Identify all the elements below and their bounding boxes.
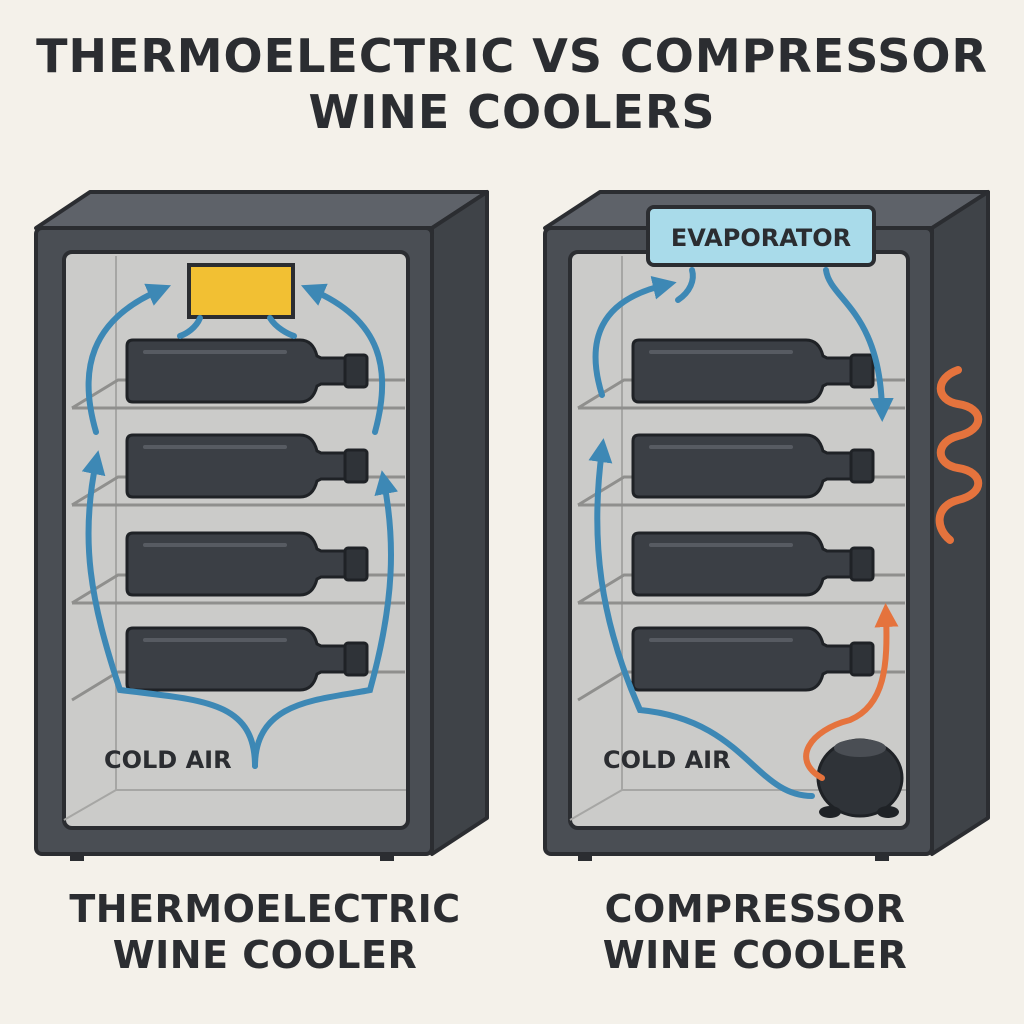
hot-air-arrow xyxy=(803,603,899,781)
cold-air-arrow xyxy=(267,315,297,339)
cold-air-arrow xyxy=(85,283,172,435)
cabinet-foot xyxy=(380,854,394,861)
cold-air-flow xyxy=(588,267,894,799)
evaporator-panel xyxy=(646,205,876,267)
interior-back-wall xyxy=(63,256,406,821)
cold-air-label: COLD AIR xyxy=(603,746,731,774)
title-line-1: THERMOELECTRIC VS COMPRESSOR xyxy=(36,29,988,83)
cold-air-arrow xyxy=(675,267,696,303)
page-title: THERMOELECTRIC VS COMPRESSOR WINE COOLER… xyxy=(0,28,1024,140)
cabinet-foot xyxy=(578,854,592,861)
compressor-unit xyxy=(816,738,904,818)
cold-air-arrow xyxy=(592,276,677,398)
cabinet-top xyxy=(34,190,489,230)
condenser-coil xyxy=(935,366,983,544)
title-line-2: WINE COOLERS xyxy=(308,85,716,139)
cold-air-label: COLD AIR xyxy=(104,746,232,774)
cold-air-arrow xyxy=(823,267,894,422)
cold-air-arrow xyxy=(300,283,386,435)
caption-line-1: THERMOELECTRIC xyxy=(69,887,461,931)
compressor-caption: COMPRESSOR WINE COOLER xyxy=(545,886,965,978)
caption-line-2: WINE COOLER xyxy=(602,933,908,977)
cabinet-foot xyxy=(70,854,84,861)
cabinet-foot xyxy=(875,854,889,861)
cold-air-arrow xyxy=(177,315,203,339)
cold-air-arrow xyxy=(588,438,815,799)
evaporator-label: EVAPORATOR xyxy=(671,224,851,252)
thermoelectric-cooler: COLD AIR xyxy=(34,190,489,861)
thermoelectric-module xyxy=(187,263,295,319)
thermoelectric-caption: THERMOELECTRIC WINE COOLER xyxy=(55,886,475,978)
cold-air-arrow xyxy=(81,450,258,769)
caption-line-1: COMPRESSOR xyxy=(604,887,906,931)
caption-line-2: WINE COOLER xyxy=(112,933,418,977)
cold-air-arrow xyxy=(252,470,399,769)
cold-air-flow xyxy=(81,283,399,769)
compressor-cooler: EVAPORATOR COLD A xyxy=(543,190,990,861)
cabinet-side xyxy=(430,190,489,856)
